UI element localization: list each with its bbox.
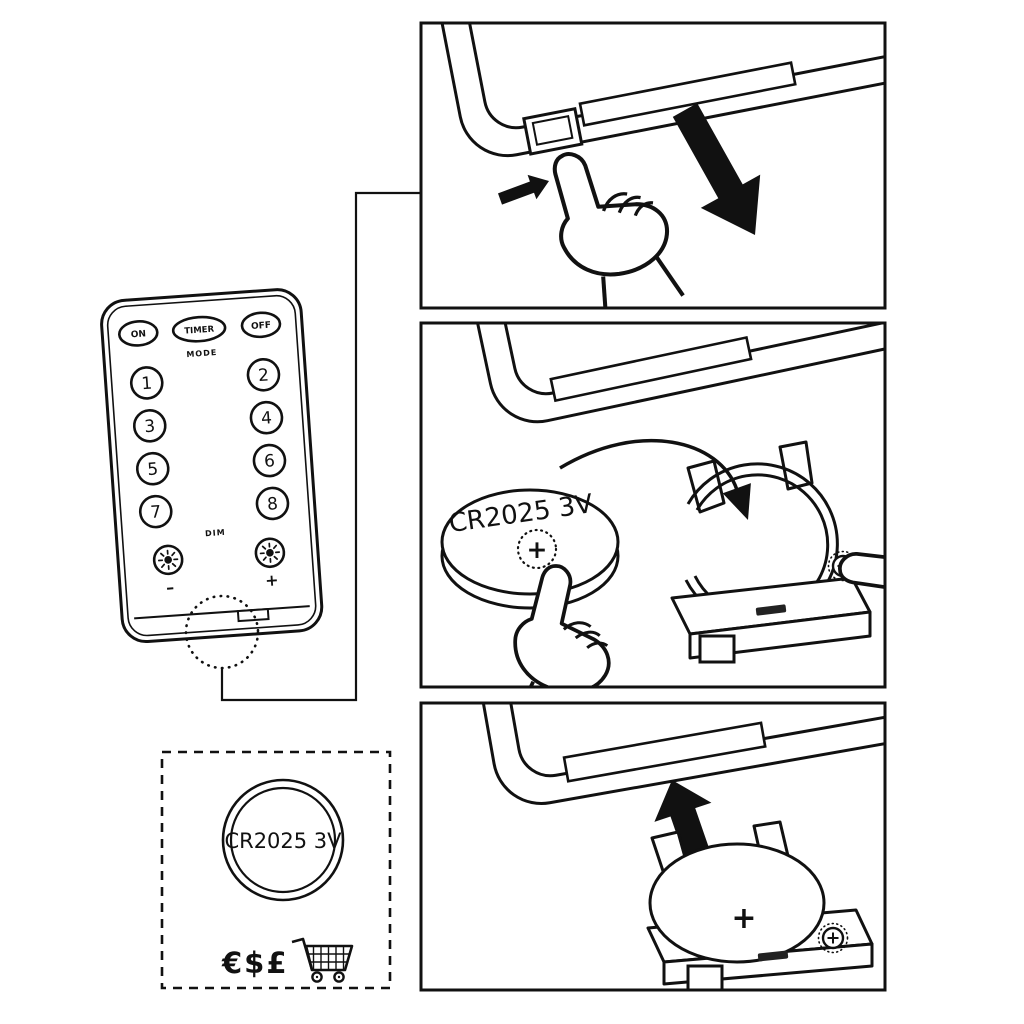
tray-slot-strip: [549, 335, 753, 403]
remote-button-timer-label: TIMER: [184, 325, 215, 337]
insert-arc: [559, 438, 739, 491]
remote-dim-label: DIM: [205, 528, 226, 538]
remote-button-on-label: ON: [130, 329, 146, 340]
remote-button-timer: TIMER: [171, 315, 227, 343]
tray-release-tab: [522, 107, 584, 156]
tray-highlight-dotted-circle: [184, 594, 260, 670]
tray-front-tab: [698, 634, 736, 664]
currency-label: €$£: [221, 946, 289, 980]
remote-button-8-label: 8: [266, 494, 278, 515]
battery-in-tray: [648, 842, 826, 964]
shopping-cart-icon: [291, 937, 354, 983]
coin-cell-battery-icon: CR2025 3V: [221, 778, 345, 902]
remote-tray-slot-line: [134, 605, 310, 620]
remote-button-6: 6: [252, 443, 287, 478]
battery-tray-open: [670, 440, 872, 664]
remote-button-7-label: 7: [150, 502, 162, 523]
battery-polarity-label: +: [527, 535, 548, 564]
remote-button-6-label: 6: [263, 451, 275, 472]
connector-line: [220, 191, 420, 702]
remote-button-3: 3: [132, 409, 167, 443]
device-corner-step2: [434, 323, 885, 433]
battery-info-box: CR2025 3V €$£: [160, 750, 392, 990]
tray-molded-mark: [757, 950, 789, 962]
brightness-sun-icon: [157, 549, 179, 571]
remote-button-1-label: 1: [141, 374, 153, 395]
remote-body-inner-line: [106, 294, 317, 637]
remote-button-4-label: 4: [260, 408, 272, 429]
remote-button-5-label: 5: [147, 459, 159, 480]
remote-mode-label: MODE: [186, 348, 217, 359]
coin-cell-battery: CR2025 3V +: [440, 488, 620, 610]
insert-arrowhead-icon: [722, 483, 751, 520]
battery-top: [440, 488, 620, 596]
step2-panel-content: CR2025 3V +: [434, 323, 885, 687]
tray-release-tab-inner: [531, 115, 574, 146]
remote-button-off-label: OFF: [251, 321, 272, 332]
remote-button-on: ON: [118, 320, 159, 347]
remote-tray-tab: [236, 607, 270, 623]
tray-molded-mark: [755, 604, 787, 616]
step1-panel-border: [419, 21, 887, 310]
polarity-dotted-circle: [516, 528, 558, 570]
remote-button-2-label: 2: [257, 365, 269, 386]
step3-panel-content: +: [447, 703, 885, 990]
press-direction-arrow-icon: [498, 174, 549, 205]
remote-button-7: 7: [138, 494, 173, 529]
pull-out-arrow-icon: [672, 103, 761, 235]
remote-control: ON TIMER OFF MODE 1 2 3 4 5: [100, 288, 324, 644]
step3-panel-border: [419, 701, 887, 992]
remote-button-4: 4: [249, 400, 284, 435]
battery-model-label: CR2025 3V: [224, 829, 342, 853]
tray-slot-strip: [562, 721, 767, 783]
remote-button-1: 1: [129, 366, 164, 400]
tray-slot-strip: [578, 61, 797, 127]
remote-button-5: 5: [135, 451, 170, 486]
remote-button-dim-down: [152, 544, 184, 576]
device-corner-step3: [447, 703, 885, 813]
remote-plus-label: +: [264, 570, 279, 590]
step1-panel-content: [421, 23, 885, 329]
remote-button-2: 2: [246, 357, 281, 392]
remote-button-dim-up: [254, 537, 286, 569]
battery-tray-with-battery: +: [646, 820, 874, 990]
remote-minus-label: –: [165, 578, 174, 598]
remote-button-off: OFF: [240, 311, 282, 339]
remote-button-3-label: 3: [144, 416, 156, 437]
tray-front-tab: [686, 964, 724, 990]
push-in-arrow-icon: [654, 780, 713, 867]
battery-polarity-label: +: [731, 901, 756, 936]
step2-panel-border: [419, 321, 887, 689]
device-corner-step1: [421, 23, 885, 166]
brightness-sun-icon: [259, 541, 281, 564]
remote-button-8: 8: [255, 486, 290, 521]
